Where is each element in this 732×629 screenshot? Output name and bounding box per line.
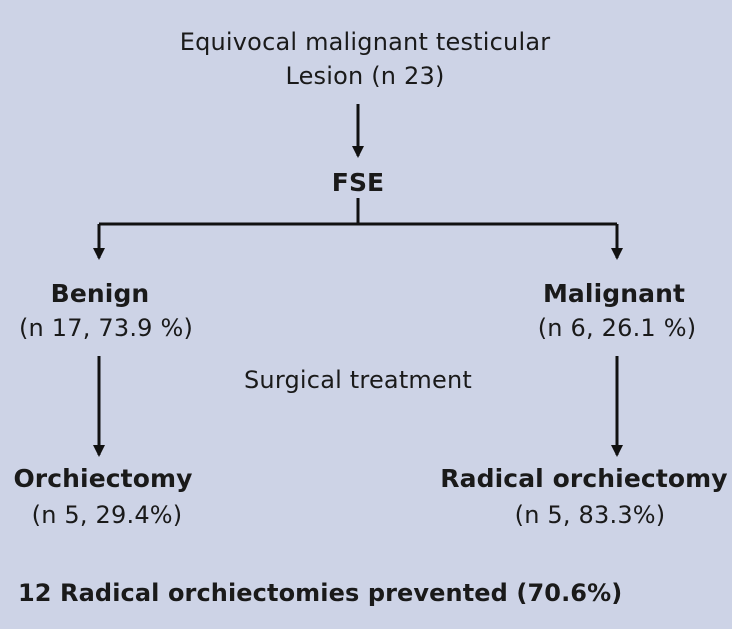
surgical-treatment-label: Surgical treatment <box>244 366 472 394</box>
radical-orchiectomy-title: Radical orchiectomy <box>440 464 728 493</box>
root-line-2: Lesion (n 23) <box>285 62 445 90</box>
malignant-title: Malignant <box>542 279 686 308</box>
radical-orchiectomy-stats: (n 5, 83.3%) <box>514 501 666 529</box>
orchiectomy-title: Orchiectomy <box>13 464 193 493</box>
fse-label: FSE <box>331 168 385 197</box>
summary-text: 12 Radical orchiectomies prevented (70.6… <box>18 579 623 607</box>
root-line-1: Equivocal malignant testicular <box>179 28 551 56</box>
malignant-stats: (n 6, 26.1 %) <box>537 314 697 342</box>
orchiectomy-stats: (n 5, 29.4%) <box>31 501 183 529</box>
benign-title: Benign <box>50 279 150 308</box>
benign-stats: (n 17, 73.9 %) <box>18 314 194 342</box>
